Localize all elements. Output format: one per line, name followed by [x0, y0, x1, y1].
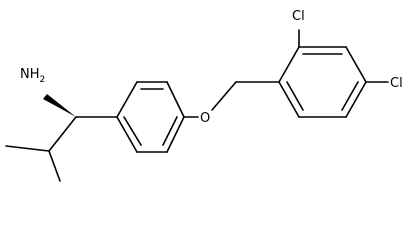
bond-oxygen-ch2 [211, 81, 237, 111]
chlorine-para-label: Cl [390, 76, 403, 91]
oxygen-label: O [200, 111, 210, 126]
ring2-bond [345, 81, 367, 118]
ring2-double-bond [341, 81, 359, 111]
ring1-double-bond [162, 116, 178, 146]
ring2-bond [345, 46, 367, 83]
chlorine-ortho-label: Cl [292, 9, 305, 24]
chemical-structure: NH2 O Cl Cl [5, 9, 403, 182]
bond-c1-ch [48, 116, 77, 152]
ring1-bond [166, 81, 185, 118]
ether-linkage [183, 81, 280, 118]
benzene-ring-central [116, 81, 185, 153]
ring2-bond [278, 46, 300, 83]
isopropyl-group [5, 116, 77, 182]
ring1-bond [116, 116, 138, 153]
ring1-bond [116, 81, 138, 118]
bond-ch-me1 [5, 145, 50, 152]
ring2-bond [278, 81, 300, 118]
amine-label: NH2 [20, 67, 45, 85]
ring2-double-bond [286, 81, 304, 111]
ring1-bond [166, 116, 185, 153]
benzene-ring-dichloro [278, 46, 367, 118]
ring1-double-bond [123, 116, 142, 146]
bond-ch-me2 [48, 150, 61, 182]
wedge-bond-amine [43, 94, 76, 117]
